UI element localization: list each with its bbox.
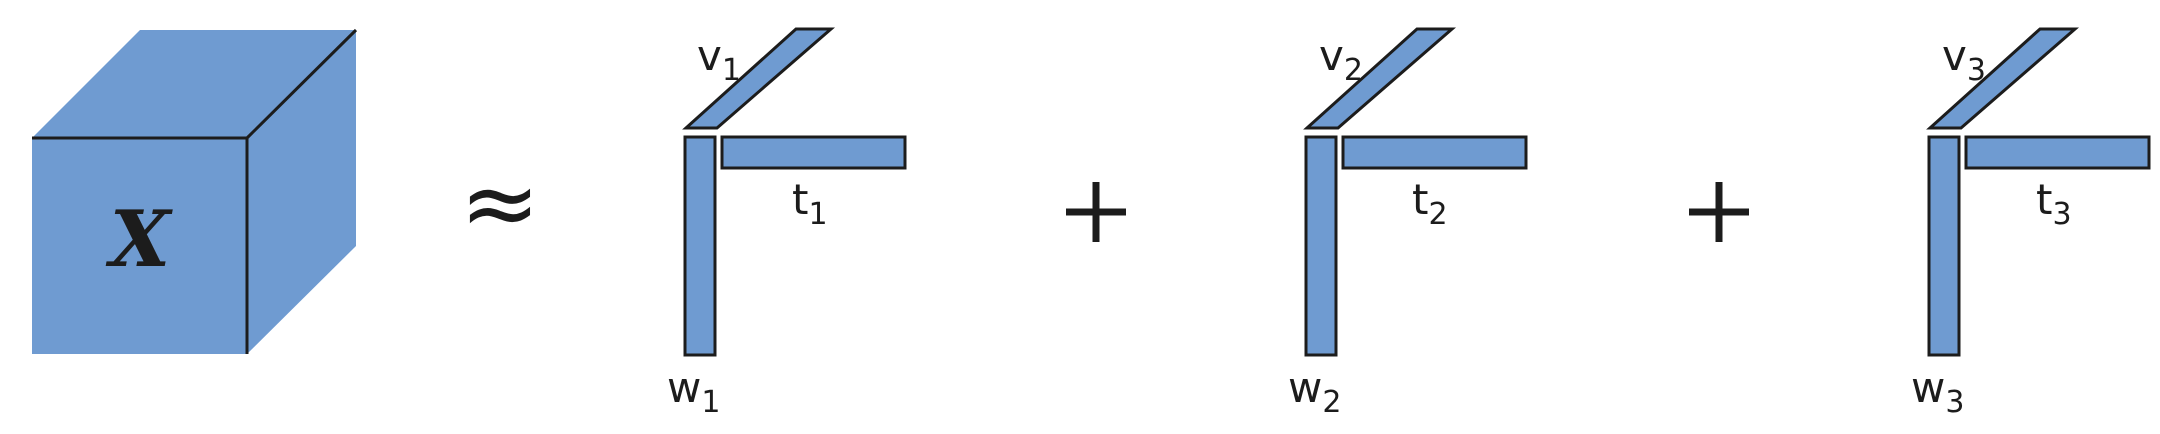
w3-base: w bbox=[1911, 363, 1945, 412]
v1-label: v1 bbox=[697, 31, 741, 88]
t3-subscript: 3 bbox=[2052, 197, 2071, 232]
component-3: v3 t3 w3 bbox=[1911, 27, 2151, 420]
w1-base: w bbox=[667, 363, 701, 412]
t2-subscript: 2 bbox=[1428, 197, 1447, 232]
v3-base: v bbox=[1942, 31, 1967, 80]
approx-symbol: ≈ bbox=[460, 147, 540, 259]
cube-front-face bbox=[32, 138, 247, 354]
v2-subscript: 2 bbox=[1344, 53, 1363, 88]
v2-bar bbox=[1303, 27, 1457, 130]
t2-label: t2 bbox=[1412, 175, 1448, 232]
t1-base: t bbox=[792, 175, 808, 224]
cube-top-face bbox=[32, 30, 356, 138]
v2-label: v2 bbox=[1319, 31, 1363, 88]
w2-label: w2 bbox=[1288, 363, 1341, 420]
v3-bar bbox=[1926, 27, 2080, 130]
t2-base: t bbox=[1412, 175, 1428, 224]
v3-subscript: 3 bbox=[1967, 53, 1986, 88]
t3-bar bbox=[1964, 135, 2151, 170]
w2-base: w bbox=[1288, 363, 1322, 412]
tensor-label: X bbox=[105, 194, 174, 285]
v1-base: v bbox=[697, 31, 722, 80]
plus-sign-1 bbox=[1066, 182, 1126, 242]
cube-edge-diagonal bbox=[245, 28, 358, 140]
w1-subscript: 1 bbox=[701, 385, 720, 420]
v3-label: v3 bbox=[1942, 31, 1986, 88]
t1-subscript: 1 bbox=[808, 197, 827, 232]
w2-bar bbox=[1304, 135, 1338, 357]
w2-subscript: 2 bbox=[1322, 385, 1341, 420]
plus-sign-2 bbox=[1689, 182, 1749, 242]
component-2: v2 t2 w2 bbox=[1288, 27, 1528, 420]
v2-base: v bbox=[1319, 31, 1344, 80]
t1-bar bbox=[720, 135, 907, 170]
t1-label: t1 bbox=[792, 175, 828, 232]
w1-bar bbox=[683, 135, 717, 357]
w3-label: w3 bbox=[1911, 363, 1964, 420]
w3-subscript: 3 bbox=[1945, 385, 1964, 420]
t2-bar bbox=[1341, 135, 1528, 170]
t3-base: t bbox=[2036, 175, 2052, 224]
t3-label: t3 bbox=[2036, 175, 2072, 232]
component-1: v1 t1 w1 bbox=[667, 27, 907, 420]
w3-bar bbox=[1927, 135, 1961, 357]
w1-label: w1 bbox=[667, 363, 720, 420]
tensor-cube: X bbox=[32, 28, 358, 354]
v1-bar bbox=[682, 27, 836, 130]
v1-subscript: 1 bbox=[722, 53, 741, 88]
